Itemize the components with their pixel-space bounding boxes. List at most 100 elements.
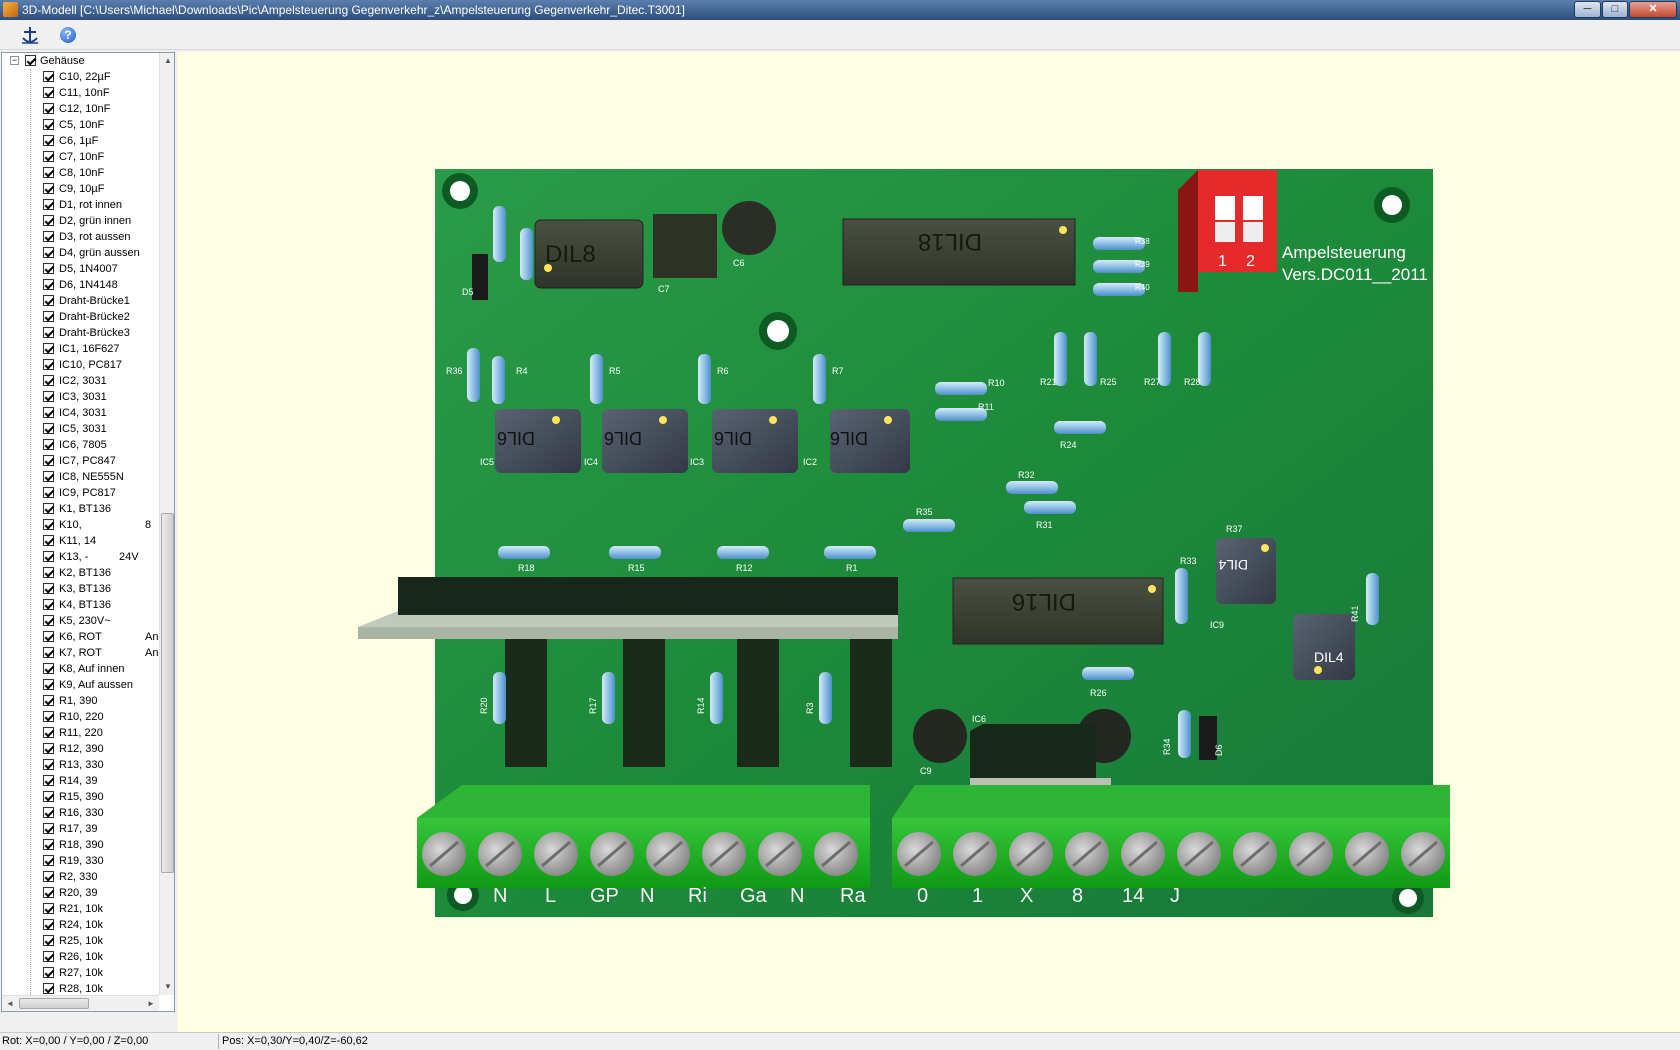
tree-item[interactable]: K8, Auf innen <box>2 661 159 677</box>
tree-item[interactable]: D1, rot innen <box>2 197 159 213</box>
dil4-chip-2[interactable]: DIL4 <box>1293 614 1355 680</box>
tree-item[interactable]: R25, 10k <box>2 933 159 949</box>
tree-item-checkbox[interactable] <box>43 71 54 82</box>
tree-item[interactable]: R18, 390 <box>2 837 159 853</box>
tree-item-checkbox[interactable] <box>43 231 54 242</box>
dil18-chip[interactable]: DIL18 <box>842 218 1076 286</box>
tree-item-checkbox[interactable] <box>43 935 54 946</box>
collapse-icon[interactable]: − <box>10 55 19 65</box>
dil4-chip-1[interactable]: DIL4 <box>1216 538 1276 604</box>
minimize-button[interactable]: ─ <box>1574 1 1601 18</box>
tree-item-checkbox[interactable] <box>43 295 54 306</box>
tree-item-checkbox[interactable] <box>43 647 54 658</box>
tree-item[interactable]: IC7, PC847 <box>2 453 159 469</box>
tree-item[interactable]: K3, BT136 <box>2 581 159 597</box>
tree-item[interactable]: R19, 330 <box>2 853 159 869</box>
dil16-chip[interactable]: DIL16 <box>952 577 1164 645</box>
tree-item[interactable]: K1, BT136 <box>2 501 159 517</box>
tree-item[interactable]: R10, 220 <box>2 709 159 725</box>
tree-item[interactable]: R11, 220 <box>2 725 159 741</box>
tree-item-checkbox[interactable] <box>43 839 54 850</box>
tree-item[interactable]: Draht-Brücke2 <box>2 309 159 325</box>
tree-item-checkbox[interactable] <box>43 823 54 834</box>
tree-item[interactable]: IC4, 3031 <box>2 405 159 421</box>
maximize-button[interactable]: □ <box>1602 1 1628 18</box>
help-button[interactable]: ? <box>57 24 79 46</box>
tree-item[interactable]: IC1, 16F627 <box>2 341 159 357</box>
tree-item-checkbox[interactable] <box>43 583 54 594</box>
tree-item[interactable]: C6, 1µF <box>2 133 159 149</box>
tree-item-checkbox[interactable] <box>43 423 54 434</box>
tree-item-checkbox[interactable] <box>43 535 54 546</box>
tree-item[interactable]: R15, 390 <box>2 789 159 805</box>
tree-item-checkbox[interactable] <box>43 327 54 338</box>
dil6-chip-2[interactable] <box>602 409 688 473</box>
tree-item[interactable]: R21, 10k <box>2 901 159 917</box>
tree-item-checkbox[interactable] <box>43 807 54 818</box>
tree-item-checkbox[interactable] <box>43 87 54 98</box>
h-scroll-thumb[interactable] <box>19 998 89 1009</box>
tree-item[interactable]: IC3, 3031 <box>2 389 159 405</box>
tree-item[interactable]: C12, 10nF <box>2 101 159 117</box>
tree-item[interactable]: Draht-Brücke1 <box>2 293 159 309</box>
tree-item-checkbox[interactable] <box>43 183 54 194</box>
close-button[interactable]: ✕ <box>1629 1 1677 18</box>
tree-item-checkbox[interactable] <box>43 615 54 626</box>
tree-item-checkbox[interactable] <box>43 503 54 514</box>
tree-item-checkbox[interactable] <box>43 919 54 930</box>
tree-item-checkbox[interactable] <box>43 375 54 386</box>
tree-item[interactable]: R16, 330 <box>2 805 159 821</box>
tree-item[interactable]: R26, 10k <box>2 949 159 965</box>
tree-item-checkbox[interactable] <box>43 135 54 146</box>
tree-item[interactable]: C8, 10nF <box>2 165 159 181</box>
tree-item-checkbox[interactable] <box>43 759 54 770</box>
triac-heatsink[interactable] <box>358 577 898 767</box>
tree-item[interactable]: IC8, NE555N <box>2 469 159 485</box>
tree-item[interactable]: K11, 14 <box>2 533 159 549</box>
tree-item-checkbox[interactable] <box>43 247 54 258</box>
terminal-block-left[interactable] <box>417 785 870 888</box>
tree-item-checkbox[interactable] <box>43 775 54 786</box>
tree-item-checkbox[interactable] <box>43 727 54 738</box>
tree-item-checkbox[interactable] <box>43 151 54 162</box>
tree-item[interactable]: R27, 10k <box>2 965 159 981</box>
scroll-down-icon[interactable]: ▼ <box>164 982 172 991</box>
tree-item-checkbox[interactable] <box>43 359 54 370</box>
tree-item-checkbox[interactable] <box>43 567 54 578</box>
tree-item-checkbox[interactable] <box>43 663 54 674</box>
tree-item[interactable]: R28, 10k <box>2 981 159 997</box>
tree-item[interactable]: R1, 390 <box>2 693 159 709</box>
tree-item[interactable]: K13, -24V <box>2 549 159 565</box>
tree-item[interactable]: K9, Auf aussen <box>2 677 159 693</box>
tree-item-checkbox[interactable] <box>43 439 54 450</box>
tree-item[interactable]: C5, 10nF <box>2 117 159 133</box>
tree-item-checkbox[interactable] <box>43 711 54 722</box>
tree-item[interactable]: C7, 10nF <box>2 149 159 165</box>
tree-root-checkbox[interactable] <box>25 55 36 66</box>
scroll-thumb[interactable] <box>161 513 174 873</box>
tree-item-checkbox[interactable] <box>43 471 54 482</box>
tree-item[interactable]: C10, 22µF <box>2 69 159 85</box>
tree-item-checkbox[interactable] <box>43 855 54 866</box>
dil6-chip-3[interactable] <box>712 409 798 473</box>
tree-item[interactable]: R17, 39 <box>2 821 159 837</box>
tree-item-checkbox[interactable] <box>43 119 54 130</box>
tree-item-checkbox[interactable] <box>43 631 54 642</box>
tree-vertical-scrollbar[interactable]: ▲ ▼ <box>159 53 174 995</box>
tree-item[interactable]: R13, 330 <box>2 757 159 773</box>
tree-item[interactable]: D4, grün aussen <box>2 245 159 261</box>
tree-item[interactable]: K4, BT136 <box>2 597 159 613</box>
dil8-chip[interactable]: DIL8 <box>534 219 644 289</box>
tree-item-checkbox[interactable] <box>43 695 54 706</box>
tree-item-checkbox[interactable] <box>43 215 54 226</box>
tree-item-checkbox[interactable] <box>43 519 54 530</box>
tree-item-checkbox[interactable] <box>43 167 54 178</box>
tree-item-checkbox[interactable] <box>43 103 54 114</box>
scroll-left-icon[interactable]: ◄ <box>6 999 14 1008</box>
tree-item[interactable]: R14, 39 <box>2 773 159 789</box>
tree-item-checkbox[interactable] <box>43 407 54 418</box>
tree-item[interactable]: C11, 10nF <box>2 85 159 101</box>
tree-item-checkbox[interactable] <box>43 487 54 498</box>
